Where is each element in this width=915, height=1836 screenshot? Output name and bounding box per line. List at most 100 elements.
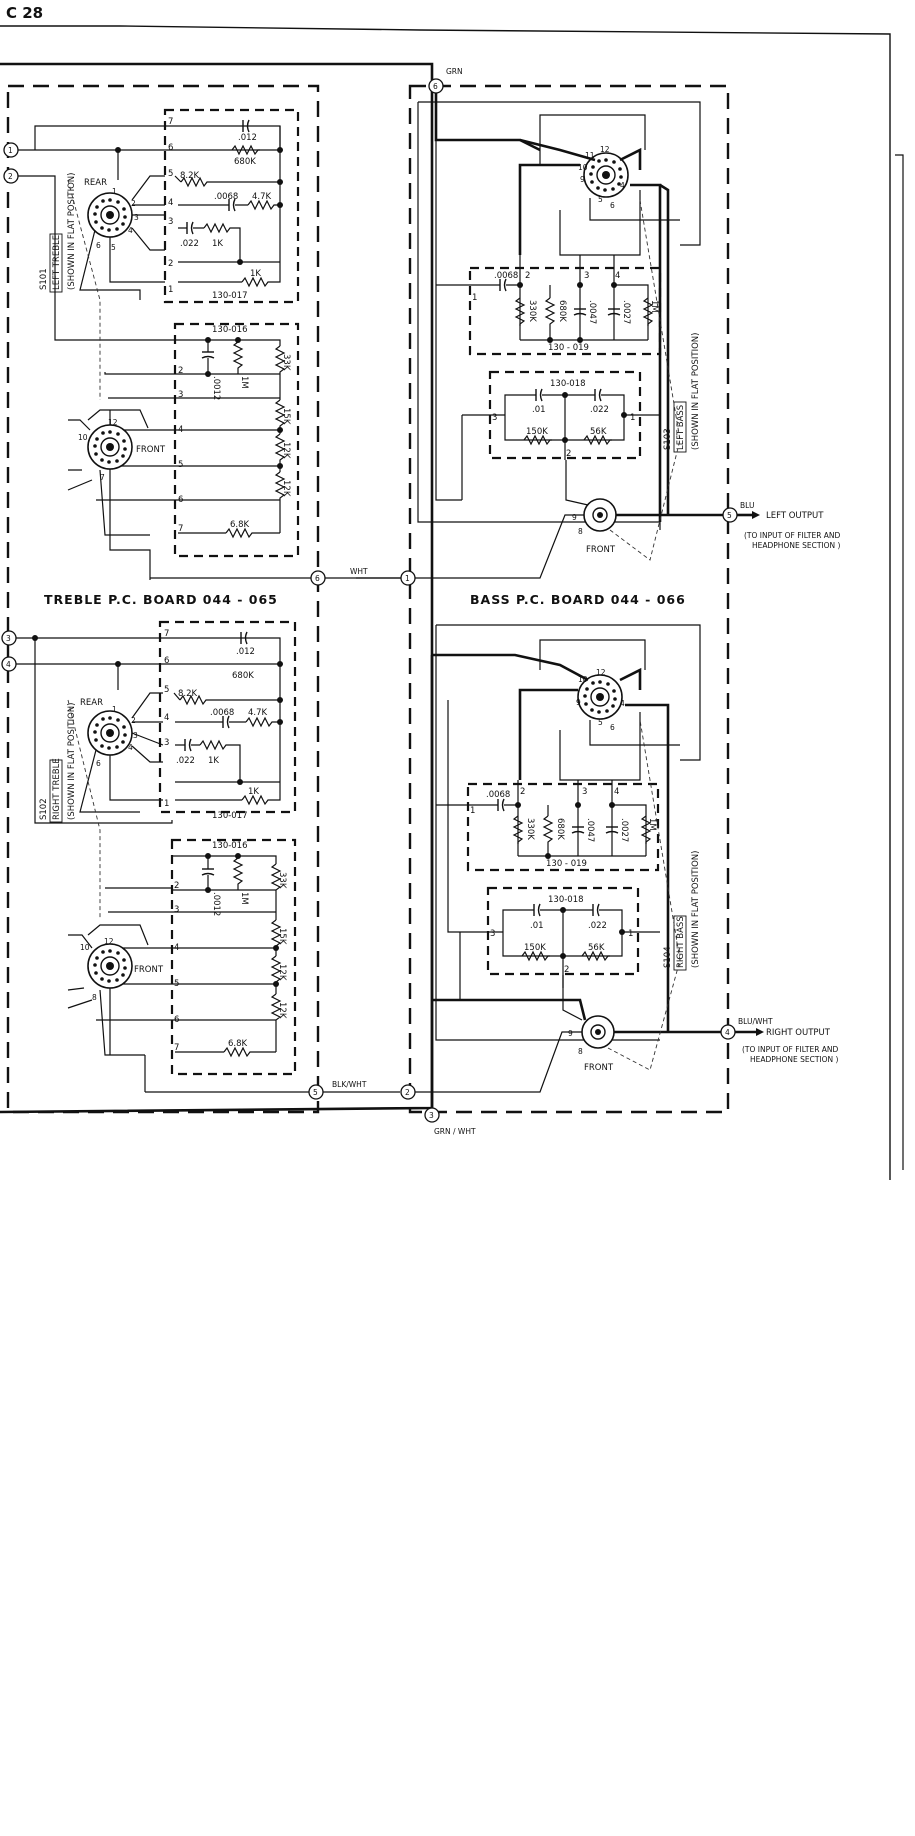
terminal-2-bass-label: 2 (405, 1088, 410, 1097)
res-33k-right-label: 33K (277, 872, 287, 889)
bnet-pin-3: 3 (584, 271, 589, 281)
terminal-2-bass (400, 1084, 416, 1100)
outer-frame (0, 25, 904, 1180)
bass-board-outline (408, 84, 730, 1114)
net-pin-7b: 7 (178, 524, 183, 534)
right-output-note-2: HEADPHONE SECTION ) (750, 1055, 839, 1064)
terminal-3-input (1, 630, 17, 646)
cap-01-bass-left (535, 388, 543, 402)
res-150k-bass-left-label: 150K (526, 427, 548, 437)
net-pin-5b: 5 (178, 460, 183, 470)
b-pin-11: 11 (585, 151, 595, 160)
res-6k8-label: 6.8K (230, 520, 250, 530)
s101-name: LEFT TREBLE (52, 235, 62, 290)
s102-id: S102 (39, 798, 49, 820)
fsw-pin-7: 7 (100, 473, 105, 482)
terminal-6-bass-label: 6 (433, 82, 438, 91)
terminal-4-output-label: 4 (725, 1028, 730, 1037)
terminal-4-label: 4 (6, 660, 11, 669)
rfsw-pin-10: 10 (80, 943, 90, 952)
res-1k-left-a (203, 223, 233, 233)
terminal-1-label: 1 (8, 146, 13, 155)
rb18-pin-1: 1 (628, 929, 633, 939)
res-6k8-left (225, 528, 255, 538)
res-330k-bass-left-label: 330K (527, 300, 537, 322)
b18-pin-3: 3 (492, 413, 497, 423)
net-pin-3b: 3 (178, 390, 183, 400)
s101-front-switch (87, 424, 133, 470)
rbnet-pin-1: 1 (470, 806, 475, 816)
right-output-label: RIGHT OUTPUT (766, 1028, 831, 1038)
res-1m-right-label: 1M (239, 892, 249, 905)
rb18-pin-2: 2 (564, 965, 569, 975)
wire-blk-wht-label: BLK/WHT (332, 1080, 367, 1089)
res-33k-label: 33K (281, 354, 291, 371)
page-label: C 28 (6, 4, 43, 22)
right-bass-section: 10 12 9 5 6 4 1 2 3 4 .0068 330K 680K .0… (415, 624, 725, 1093)
s101-label: S101 LEFT TREBLE (SHOWN IN FLAT POSITION… (39, 173, 77, 293)
b-pin-6: 6 (610, 201, 615, 210)
pin-4: 4 (128, 226, 133, 235)
cap-022-bass-left-label: .022 (590, 405, 609, 415)
s101-front-label: FRONT (136, 445, 166, 455)
bnet-pin-1: 1 (472, 293, 477, 303)
cap-0047-bass-left-label: .0047 (587, 300, 597, 324)
res-4k7-right (245, 717, 275, 727)
res-1k-right-b-label: 1K (248, 787, 259, 797)
cap-0068-bass-right-label: .0068 (486, 790, 510, 800)
bf-pin-8: 8 (578, 527, 583, 536)
terminal-3-bass-label: 3 (429, 1111, 434, 1120)
network-130-016-left (173, 322, 300, 558)
s104-label: S104 RIGHT BASS (SHOWN IN FLAT POSITION) (663, 851, 701, 971)
bass-board-title: BASS P.C. BOARD 044 - 066 (470, 592, 686, 607)
b-pin-5: 5 (598, 195, 603, 204)
wire-blu-wht-label: BLU/WHT (738, 1017, 773, 1026)
network-130-019-left (468, 266, 662, 356)
pin-6: 6 (96, 241, 101, 250)
rnet-pin-7a: 7 (164, 629, 169, 639)
res-12k-right-b-label: 12K (277, 1002, 287, 1019)
res-680k-right-label: 680K (232, 671, 254, 681)
res-4k7-right-label: 4.7K (248, 708, 268, 718)
net-pin-7a: 7 (168, 117, 173, 127)
res-680k-bass-right (543, 815, 553, 845)
pin-5: 5 (111, 243, 116, 252)
net-pin-2a: 2 (168, 259, 173, 269)
b-pin-12: 12 (600, 145, 610, 154)
right-treble-section: REAR 2 3 4 1 6 7 6 5 4 3 1 .012 680K 8.2… (14, 620, 297, 1092)
rnet-pin-3b: 3 (174, 905, 179, 915)
terminal-5-output-label: 5 (727, 511, 732, 520)
rb-pin-10: 10 (578, 675, 588, 684)
rnet-pin-2b: 2 (174, 881, 179, 891)
s104-front-label: FRONT (584, 1063, 614, 1073)
cap-0012-label: .0012 (211, 376, 221, 400)
rb-pin-5: 5 (598, 718, 603, 727)
s103-front-switch (583, 498, 617, 532)
treble-board-title: TREBLE P.C. BOARD 044 - 065 (44, 592, 278, 607)
cap-022-left (186, 221, 194, 235)
s104-front-switch (581, 1015, 615, 1049)
network-130-017-right (158, 620, 297, 814)
left-output-label: LEFT OUTPUT (766, 511, 824, 521)
net-pin-2b: 2 (178, 366, 183, 376)
part-130-016-left: 130-016 (212, 325, 248, 335)
part-130-017-left: 130-017 (212, 291, 248, 301)
cap-01-bass-right (533, 903, 541, 917)
s103-note: (SHOWN IN FLAT POSITION) (691, 333, 701, 450)
treble-board: REAR 2 3 4 1 5 6 7 6 5 4 3 2 1 .012 680K… (6, 84, 402, 1114)
cap-0047-bass-right-label: .0047 (585, 818, 595, 842)
cap-01-bass-left-label: .01 (532, 405, 546, 415)
cap-0012-right (201, 868, 215, 876)
right-output-note-1: (TO INPUT OF FILTER AND (742, 1045, 839, 1054)
s101-rear-label: REAR (84, 178, 107, 188)
rb-pin-6: 6 (610, 723, 615, 732)
res-1m-bass-left-label: 1M (649, 300, 659, 313)
terminal-5-treble-label: 5 (313, 1088, 318, 1097)
res-15k-right-label: 15K (277, 928, 287, 945)
res-1k-right-b (241, 795, 271, 805)
res-15k-label: 15K (281, 408, 291, 425)
part-130-019-right: 130 - 019 (546, 859, 587, 869)
s102-front-switch (87, 943, 133, 989)
r-pin-2: 2 (131, 716, 136, 725)
s104-note: (SHOWN IN FLAT POSITION) (691, 851, 701, 968)
